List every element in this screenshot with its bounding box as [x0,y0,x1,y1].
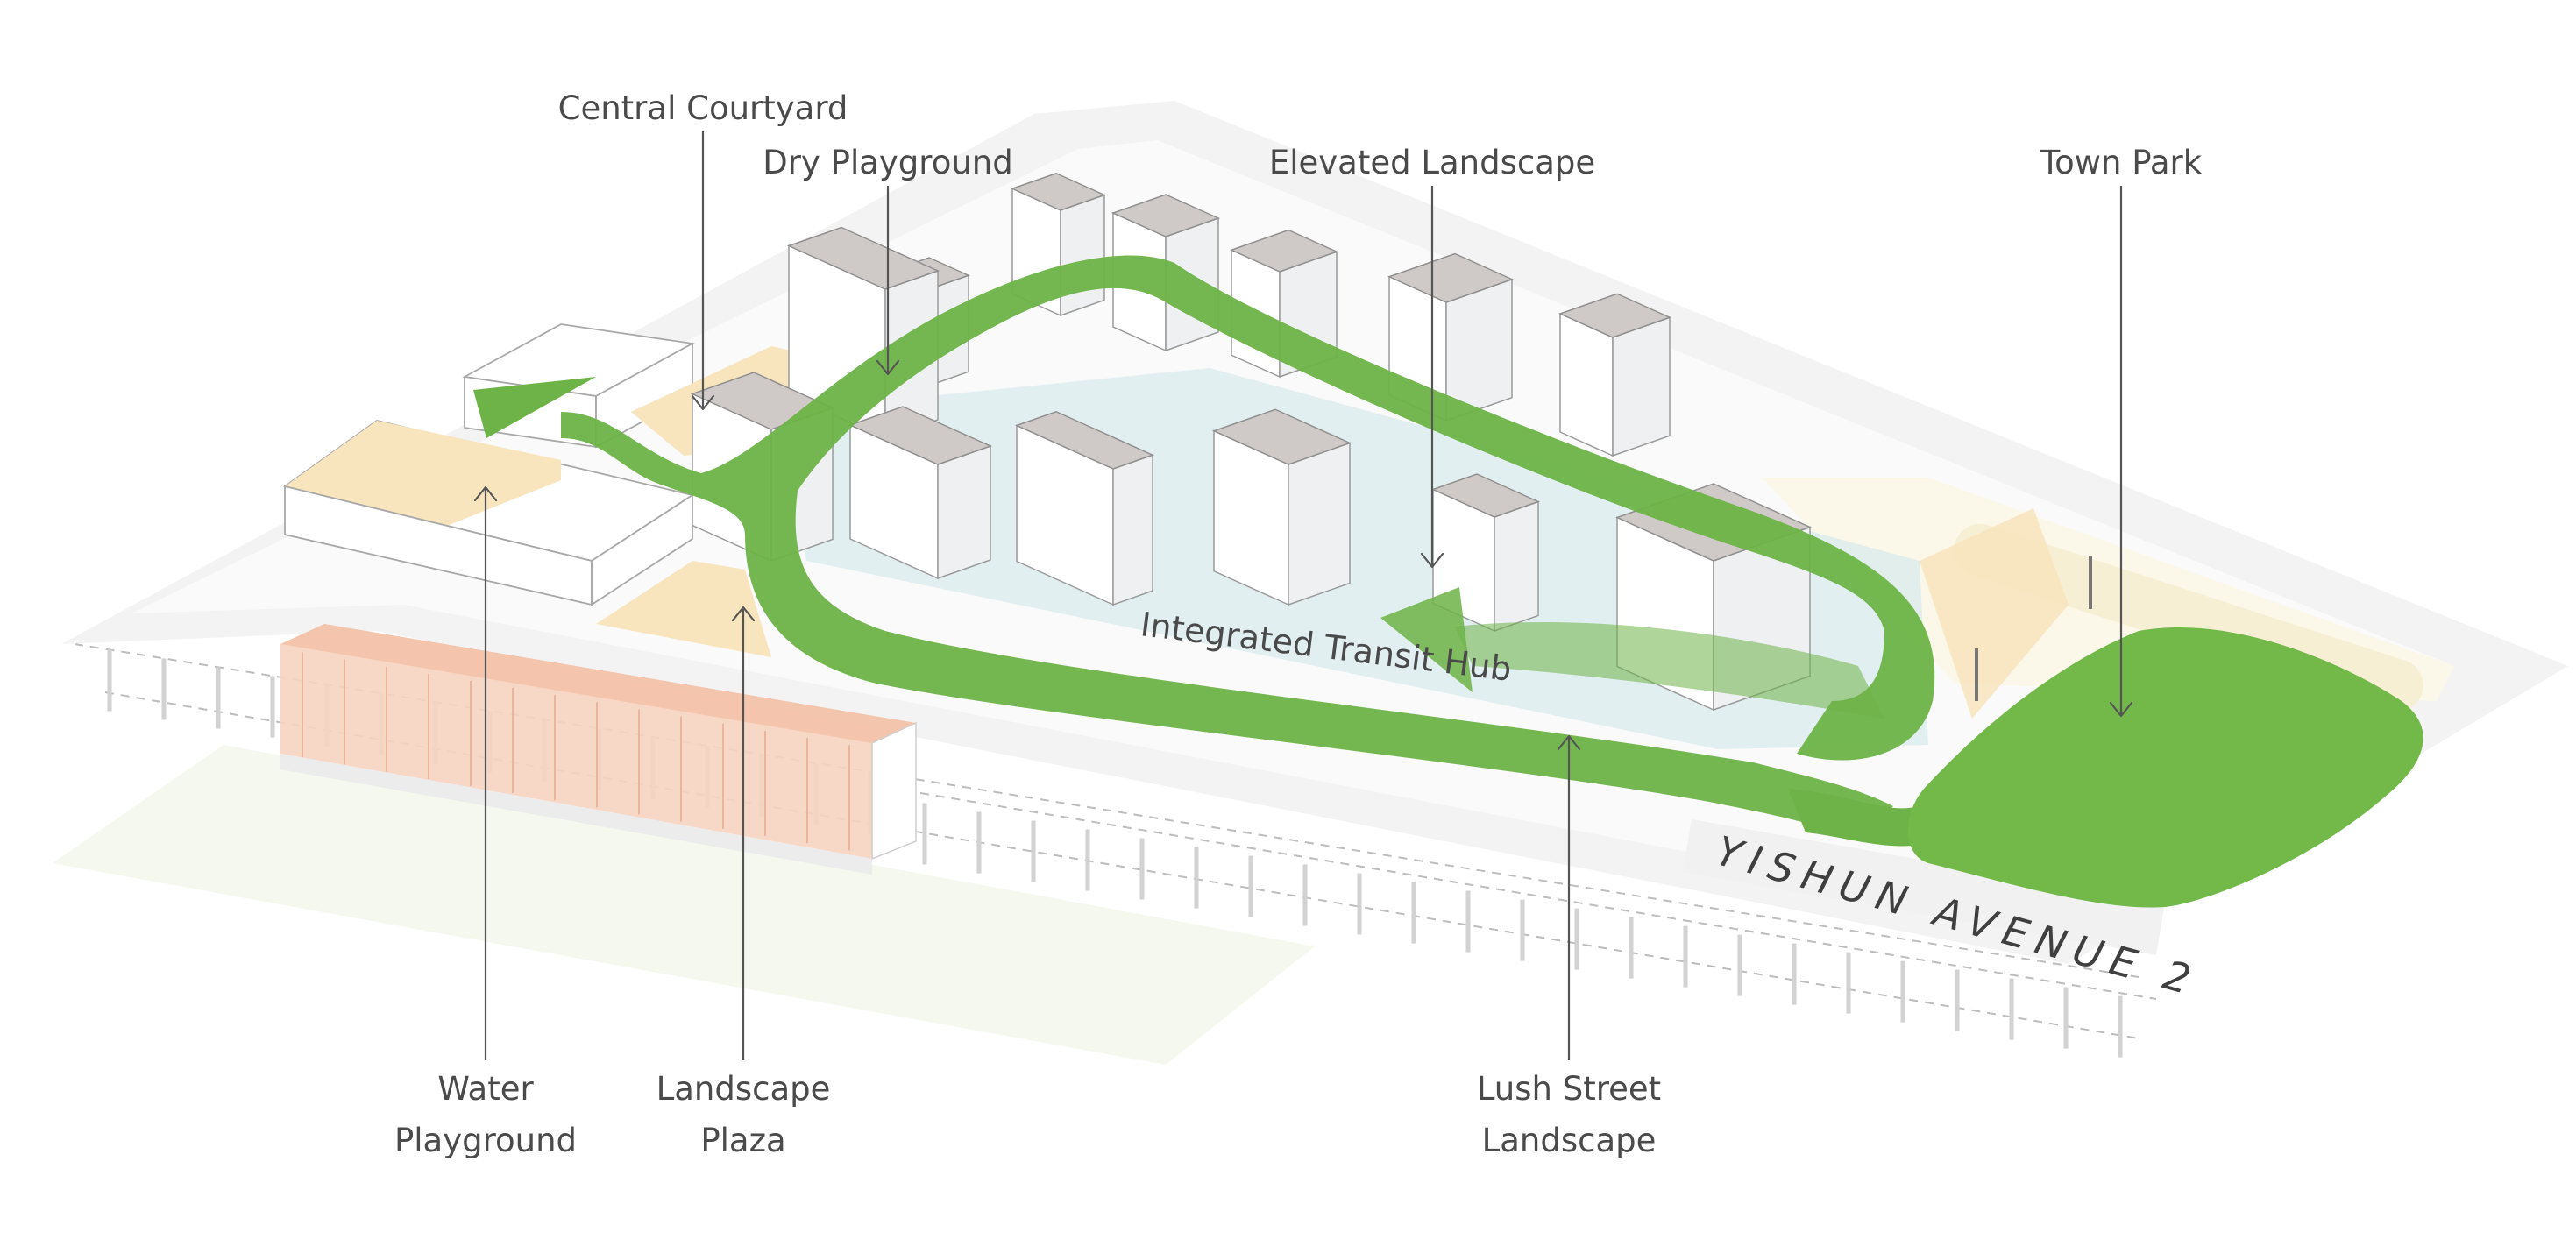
label-town-park: Town Park [2040,144,2203,718]
landscape-plaza-fill [596,561,771,657]
tower-roof [1111,194,1221,237]
label-dry-playground: Dry Playground [763,144,1013,376]
tower-face-right [1288,442,1351,606]
town-park-pavilion [1920,508,2092,719]
svg-text:Lush Street: Lush Street [1477,1070,1661,1108]
down-arrow-icon [1420,552,1444,569]
tower-face-right [1060,194,1105,317]
tower-roof [1558,293,1672,338]
label-lush-street-landscape: Lush Street Landscape [1477,734,1661,1159]
tower-roof [786,226,940,290]
tower-face-right [1612,316,1671,457]
svg-text:Landscape: Landscape [1482,1122,1657,1159]
label-elevated-landscape: Elevated Landscape [1269,144,1595,569]
water-playground-block [280,624,917,875]
green-arrow-icon [1380,587,1473,692]
label-landscape-plaza: Landscape Plaza [656,606,831,1159]
up-arrow-icon [731,606,756,622]
town-park-lawn [1907,627,2423,908]
green-route-loop [473,255,1937,847]
tower-roof [848,406,993,465]
down-arrow-icon [876,359,900,376]
label-central-courtyard: Central Courtyard [558,89,848,411]
svg-text:Playground: Playground [394,1122,577,1159]
svg-text:Plaza: Plaza [700,1122,785,1159]
label-water-playground: Water Playground [394,485,577,1159]
up-arrow-icon [1557,734,1581,751]
svg-text:Town Park: Town Park [2040,144,2203,181]
tower-face-right [1494,500,1539,633]
tower-roof [1010,172,1107,211]
svg-text:Elevated Landscape: Elevated Landscape [1269,144,1595,181]
down-arrow-icon [691,394,715,411]
tower-roof [1229,229,1339,273]
tower-face-left [1559,312,1614,457]
svg-text:Central Courtyard: Central Courtyard [558,89,848,127]
down-arrow-icon [2109,701,2133,718]
tower-roof [1211,408,1352,465]
tower-roof [1014,410,1155,470]
tower-roof [1430,473,1541,518]
tower-face-right [1112,454,1153,606]
svg-text:Dry Playground: Dry Playground [763,144,1012,181]
green-arrow-icon [473,377,596,438]
svg-text:Landscape: Landscape [656,1070,831,1108]
svg-text:Water: Water [437,1070,534,1108]
left-plinth [282,323,695,606]
transit-hub-arrow [1380,587,1884,719]
tower-face-right [937,444,991,580]
up-arrow-icon [473,485,498,502]
